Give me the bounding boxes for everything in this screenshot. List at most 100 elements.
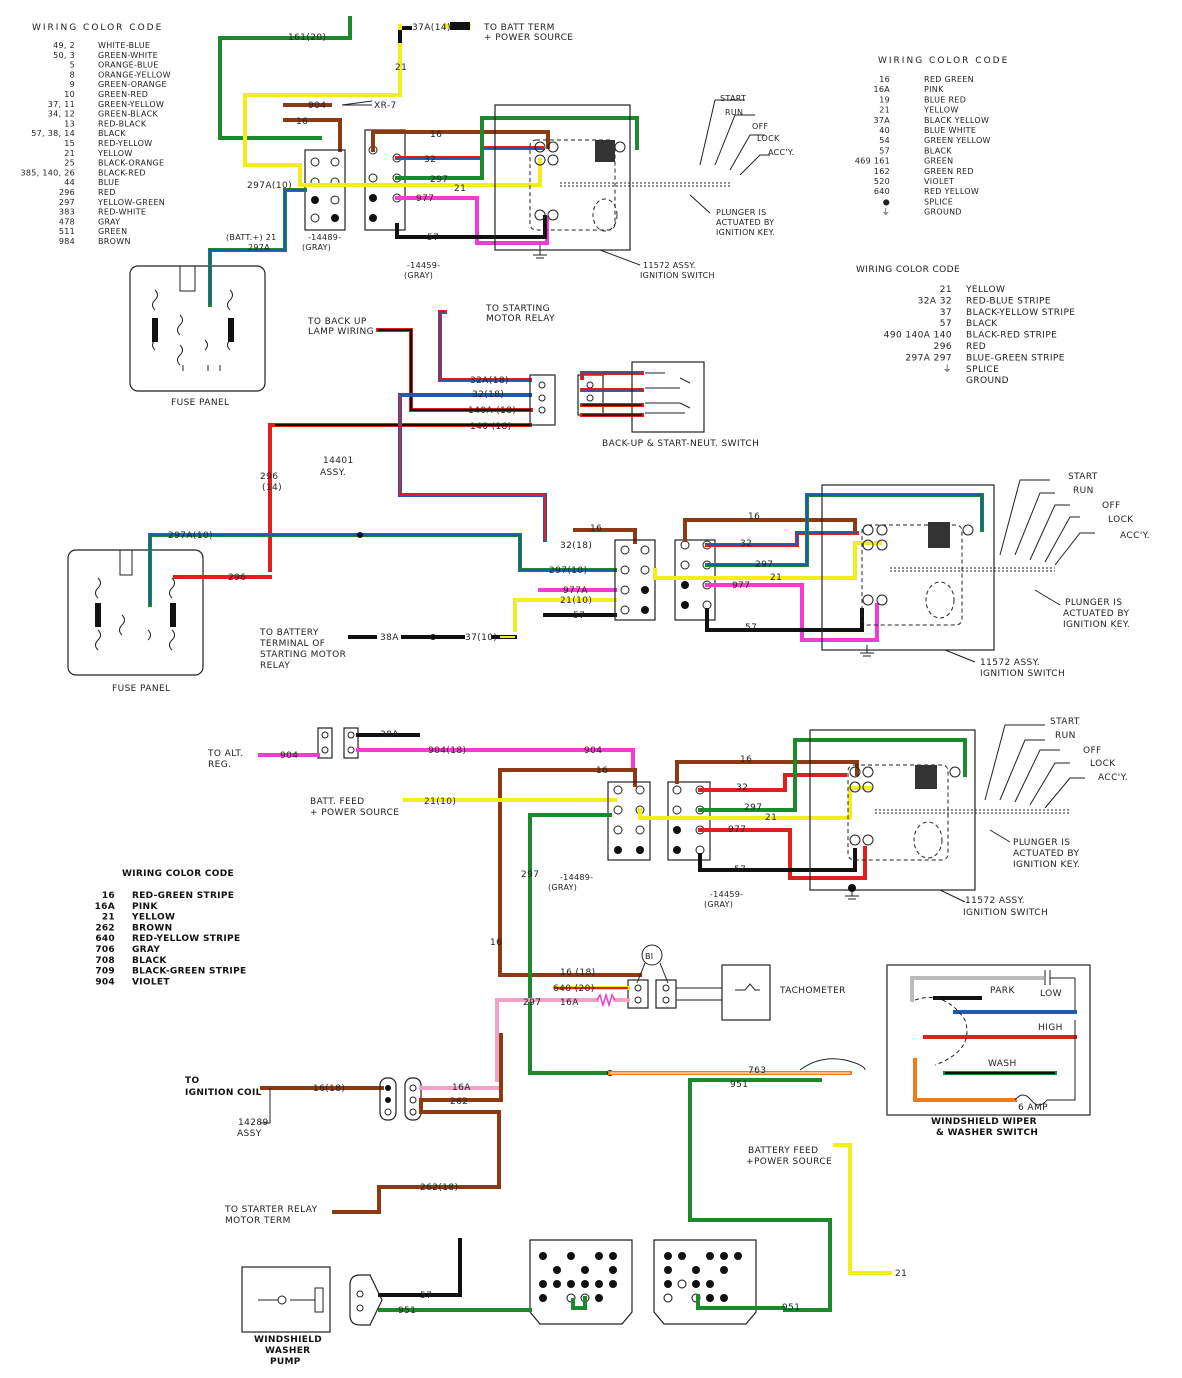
connector-pin <box>720 1266 728 1274</box>
legend-color: GROUND <box>966 376 1009 386</box>
wash-label: WASH <box>988 1059 1017 1069</box>
backup-neutral-switch <box>631 361 705 433</box>
legend-code: 57 <box>940 319 952 329</box>
connector-pin <box>539 1294 547 1302</box>
wire-label-16v: 16 <box>490 938 502 948</box>
wire-label-32: 32 <box>424 155 436 165</box>
pos-start: START <box>720 94 746 103</box>
connector-pin <box>539 1280 547 1288</box>
alt-label-1: TO ALT. <box>207 749 243 759</box>
legend-code: 984 <box>59 237 75 246</box>
legend-color: YELLOW <box>965 285 1005 295</box>
bfeed-label-1: BATTERY FEED <box>748 1146 818 1156</box>
park-label: PARK <box>990 986 1015 996</box>
wire-label-16a-d3: 16 <box>596 766 608 776</box>
legend-code: 57 <box>879 146 890 155</box>
legend-color: GRAY <box>132 945 160 955</box>
fuse-panel-notch <box>179 266 196 292</box>
legend-code: 511 <box>59 227 75 236</box>
wire-21-10 <box>513 598 617 632</box>
wire-label-951: 951 <box>730 1080 748 1090</box>
wire-16 <box>371 130 550 152</box>
legend-color: RED-GREEN STRIPE <box>132 891 234 901</box>
batt-relay-3: STARTING MOTOR <box>260 650 346 660</box>
wire-label-977: 977 <box>416 194 434 204</box>
wire-label-38a: 38A <box>380 633 399 643</box>
legend-code: 296 <box>934 342 952 352</box>
wire-32 <box>398 393 547 542</box>
wire-951-down <box>688 1218 832 1312</box>
legend-color: SPLICE <box>966 365 999 375</box>
legend-color: BLUE WHITE <box>924 126 976 135</box>
tachometer-label: TACHOMETER <box>779 986 846 996</box>
plunger-1: PLUNGER IS <box>716 208 767 217</box>
wire-label-977a: 977A <box>563 586 588 596</box>
coil-connector-a <box>379 1077 397 1121</box>
legend-code: ● <box>883 197 890 206</box>
legend-color: GREEN RED <box>924 167 974 176</box>
wire-label-297-d3: 297 <box>744 803 762 813</box>
plunger-2-3: IGNITION KEY. <box>1063 620 1130 630</box>
wire-label-977-d3: 977 <box>728 825 746 835</box>
wire-16-d2b <box>683 518 857 542</box>
wire-32-d2 <box>705 531 859 547</box>
pos-lock-3: LOCK <box>1090 759 1116 769</box>
legend-code: 25 <box>64 159 75 168</box>
wire-label-297a: 297A(10) <box>247 181 292 191</box>
connector-pin <box>595 1252 603 1260</box>
connector-pin <box>581 1280 589 1288</box>
legend-code: 21 <box>879 106 890 115</box>
legend-code: 9 <box>70 80 75 89</box>
legend-color: BLACK-RED <box>98 168 146 177</box>
wire-16a-d3 <box>495 998 630 1082</box>
wire-16-d3 <box>498 768 642 977</box>
assy-name: IGNITION SWITCH <box>640 271 715 280</box>
wire-label-297v: 297 <box>521 870 539 880</box>
legend-color: GREEN <box>924 157 953 166</box>
assy-14289-a: 14289 <box>238 1118 269 1128</box>
legend-color: GREEN-ORANGE <box>98 80 167 89</box>
wire-161 <box>218 16 352 140</box>
wire-32 <box>395 146 544 160</box>
bfeed-label-2: +POWER SOURCE <box>746 1157 832 1167</box>
legend-title: WIRING COLOR CODE <box>856 265 960 275</box>
connector-pin <box>567 1252 575 1260</box>
legend-color: GREEN <box>98 227 127 236</box>
wire-297-d3 <box>698 738 967 812</box>
legend-color: RED <box>966 342 986 352</box>
wire-904-16 <box>283 103 342 152</box>
legend-color: BLUE-GREEN STRIPE <box>966 353 1065 363</box>
bi-marker <box>641 944 663 966</box>
plunger-3: IGNITION KEY. <box>716 228 775 237</box>
legend-code: 640 <box>874 187 890 196</box>
legend-code: 469 161 <box>855 157 890 166</box>
wire-label-296: 296 <box>228 573 246 583</box>
connector-pin <box>609 1280 617 1288</box>
washer-pump <box>241 1266 331 1333</box>
wire-label-262: 262 <box>450 1097 468 1107</box>
wire-label-21-d3: 21 <box>765 813 777 823</box>
wire-label-32-18: 32(18) <box>560 541 592 551</box>
legend-color: PINK <box>924 85 944 94</box>
wire-21-a <box>243 43 402 167</box>
pos-lock-2: LOCK <box>1108 515 1134 525</box>
to-batt-label: TO BATT TERM <box>483 23 555 33</box>
backup-label-2: LAMP WIRING <box>308 327 374 337</box>
legend-code: 262 <box>95 923 115 933</box>
legend-code: 34, 12 <box>48 110 75 119</box>
legend-color: BROWN <box>98 237 131 246</box>
wire-label-21b: 21 <box>454 184 466 194</box>
legend-code: 57, 38, 14 <box>31 129 75 138</box>
connector-pin <box>677 1279 687 1289</box>
wire-label-951b: 951 <box>398 1306 416 1316</box>
legend-code: 10 <box>64 90 75 99</box>
wire-label-977-d2: 977 <box>732 581 750 591</box>
legend-color: YELLOW-GREEN <box>97 198 165 207</box>
wire-57 <box>395 215 547 239</box>
legend-color: GREEN-YELLOW <box>98 100 164 109</box>
pos-off: OFF <box>752 122 768 131</box>
wire-label-37a: 37A(14) <box>412 23 451 33</box>
legend-color: GRAY <box>98 217 120 226</box>
wire-label-32a: 32A(18) <box>470 376 509 386</box>
